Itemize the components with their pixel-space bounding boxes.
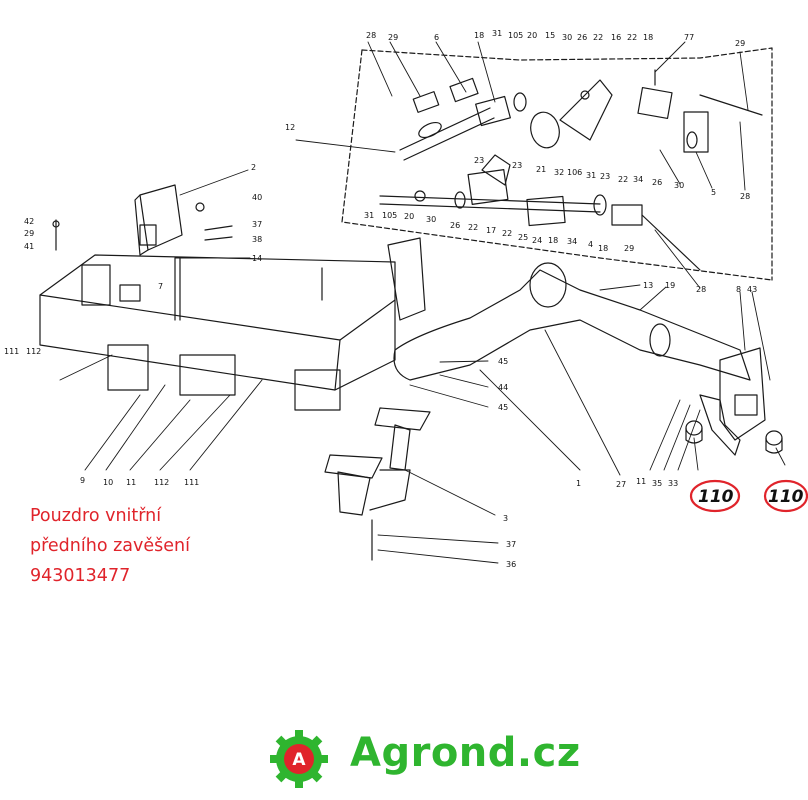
callout-label-110: 110 <box>698 487 734 507</box>
pn-inset-mid: 12 <box>285 123 295 132</box>
pn-inset-top: 18 <box>474 31 484 40</box>
pn-inset-bottom: 26 <box>450 221 460 230</box>
pn-inset-bottom: 4 <box>588 240 593 249</box>
pn-left: 111 <box>4 347 19 356</box>
pn-inset-bottom: 17 <box>486 226 496 235</box>
pn-inset-bottom: 28 <box>696 285 706 294</box>
pn-left: 112 <box>26 347 41 356</box>
pn-inset-top: 28 <box>366 31 376 40</box>
pn-inset-mid: 23 <box>512 161 522 170</box>
pn-center: 19 <box>665 281 675 290</box>
pn-inset-top: 22 <box>627 33 637 42</box>
pn-bottom: 11 <box>126 478 136 487</box>
leader-lines <box>59 41 786 564</box>
pn-inset-bottom: 22 <box>502 229 512 238</box>
pn-inset-mid: 28 <box>740 192 750 201</box>
pn-left: 29 <box>24 229 34 238</box>
pn-bottom: 35 <box>652 479 662 488</box>
part-number-labels: 28 29 6 18 31 105 20 15 30 26 22 16 22 1… <box>4 29 804 569</box>
bracket-2 <box>52 184 233 256</box>
pn-inset-mid: 31 <box>586 171 596 180</box>
pn-center: 43 <box>747 285 757 294</box>
pn-left: 38 <box>252 235 262 244</box>
pn-bottom: 36 <box>506 560 516 569</box>
pn-inset-bottom: 20 <box>404 212 414 221</box>
pn-left: 2 <box>251 163 256 172</box>
pn-inset-top: 15 <box>545 31 555 40</box>
pn-inset-mid: 32 <box>554 168 564 177</box>
pn-inset-top: 6 <box>434 33 439 42</box>
part-number: 943013477 <box>30 566 131 586</box>
pn-inset-top: 22 <box>593 33 603 42</box>
pn-left: 40 <box>252 193 262 202</box>
pn-bottom: 11 <box>636 477 646 486</box>
pn-center: 13 <box>643 281 653 290</box>
inset-frame <box>341 47 773 281</box>
pn-inset-top: 26 <box>577 33 587 42</box>
logo-letter: A <box>292 750 306 770</box>
caption-line: Pouzdro vnitřní <box>30 506 162 526</box>
pn-bottom: 37 <box>506 540 516 549</box>
pn-inset-top: 18 <box>643 33 653 42</box>
bushings-110 <box>685 394 783 456</box>
pn-inset-mid: 23 <box>600 172 610 181</box>
pn-left: 41 <box>24 242 34 251</box>
pn-inset-bottom: 29 <box>624 244 634 253</box>
pn-center: 45 <box>498 403 508 412</box>
pn-bottom: 9 <box>80 476 85 485</box>
pn-inset-top: 77 <box>684 33 694 42</box>
pn-inset-bottom: 18 <box>598 244 608 253</box>
pn-left: 37 <box>252 220 262 229</box>
pn-inset-mid: 106 <box>567 168 582 177</box>
main-frame <box>39 237 426 411</box>
pn-bottom: 112 <box>154 478 169 487</box>
pn-inset-mid: 21 <box>536 165 546 174</box>
pn-inset-mid: 30 <box>674 181 684 190</box>
pn-inset-bottom: 18 <box>548 236 558 245</box>
pn-left: 7 <box>158 282 163 291</box>
pn-inset-mid: 23 <box>474 156 484 165</box>
pn-inset-bottom: 22 <box>468 223 478 232</box>
pn-inset-bottom: 31 <box>364 211 374 220</box>
pn-bottom: 1 <box>576 479 581 488</box>
callout-label-110: 110 <box>768 487 804 507</box>
pn-inset-bottom: 25 <box>518 233 528 242</box>
pn-bottom: 10 <box>103 478 113 487</box>
callout-ellipses <box>689 479 808 513</box>
pn-inset-top: 31 <box>492 29 502 38</box>
pn-inset-bottom: 105 <box>382 211 397 220</box>
inset-shaft-upper <box>399 69 763 161</box>
pn-inset-mid: 34 <box>633 175 643 184</box>
pn-bottom: 27 <box>616 480 626 489</box>
pn-inset-bottom: 24 <box>532 236 542 245</box>
pn-inset-top: 105 <box>508 31 523 40</box>
pn-inset-bottom: 34 <box>567 237 577 246</box>
pn-left: 42 <box>24 217 34 226</box>
pn-bottom: 33 <box>668 479 678 488</box>
brand-name: Agrond.cz <box>350 730 581 776</box>
gear-logo-icon: A <box>270 730 328 788</box>
pn-bottom: 3 <box>503 514 508 523</box>
tube-housing <box>393 262 766 441</box>
pn-inset-top: 20 <box>527 31 537 40</box>
pn-inset-top: 29 <box>735 39 745 48</box>
caption-line: předního zavěšení <box>30 536 190 556</box>
pn-inset-mid: 26 <box>652 178 662 187</box>
pn-inset-top: 30 <box>562 33 572 42</box>
inset-shaft-lower <box>379 154 701 271</box>
pn-inset-top: 29 <box>388 33 398 42</box>
pn-center: 8 <box>736 285 741 294</box>
pn-bottom: 111 <box>184 478 199 487</box>
pn-left: 14 <box>252 254 262 263</box>
pn-inset-mid: 5 <box>711 188 716 197</box>
pn-inset-mid: 22 <box>618 175 628 184</box>
pn-inset-bottom: 30 <box>426 215 436 224</box>
pn-inset-top: 16 <box>611 33 621 42</box>
pn-center: 44 <box>498 383 508 392</box>
part-caption: Pouzdro vnitřní předního zavěšení 943013… <box>30 501 190 591</box>
pn-center: 45 <box>498 357 508 366</box>
